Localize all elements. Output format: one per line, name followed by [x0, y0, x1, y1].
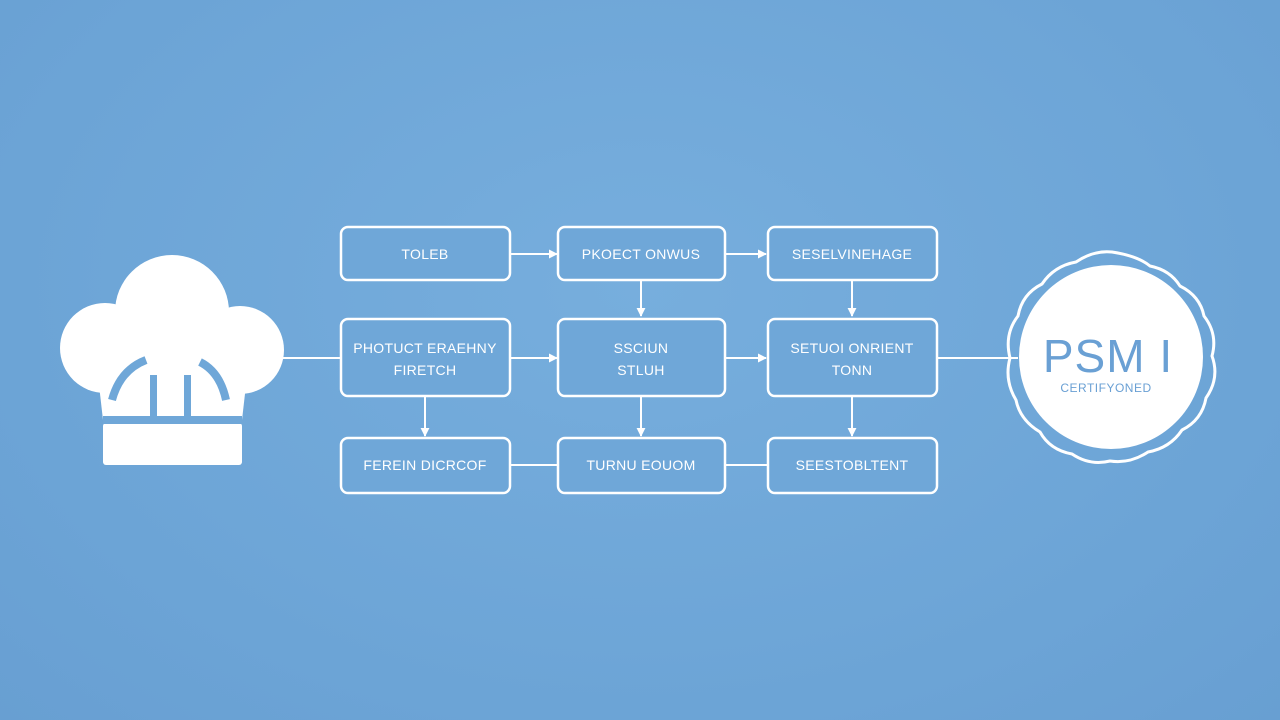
box-row1-col2-label: PKOECT ONWUS: [582, 246, 700, 262]
box-row1-col3-label: SESELVINEHAGE: [792, 246, 912, 262]
box-row3-col2-label: TURNU EOUOM: [586, 457, 695, 473]
box-row3-col1-label: FEREIN DICRCOF: [363, 457, 486, 473]
chef-hat-icon: [60, 255, 284, 465]
seal-outer-ring: [1006, 250, 1217, 464]
box-row1-col1: TOLEB: [339, 225, 512, 282]
box-row2-col1-label-line1: PHOTUCT ERAEHNY: [353, 340, 497, 356]
box-row1-col1-label: TOLEB: [401, 246, 448, 262]
box-row1-col2: PKOECT ONWUS: [556, 225, 727, 282]
certificate-subtitle: CERTIFYONED: [1060, 381, 1151, 395]
certificate-title: PSM I: [1043, 330, 1173, 382]
box-row2-col3-label-line2: TONN: [832, 362, 873, 378]
box-row2-col2: SSCIUN STLUH: [556, 317, 727, 398]
box-row2-col2-label-line1: SSCIUN: [614, 340, 669, 356]
box-row1-col3: SESELVINEHAGE: [766, 225, 939, 282]
box-row2-col3: SETUOI ONRIENT TONN: [766, 317, 939, 398]
box-row3-col1: FEREIN DICRCOF: [339, 436, 512, 495]
box-row3-col3: SEESTOBLTENT: [766, 436, 939, 495]
box-row3-col3-label: SEESTOBLTENT: [796, 457, 909, 473]
box-row2-col3-label-line1: SETUOI ONRIENT: [790, 340, 913, 356]
box-row2-col2-label-line2: STLUH: [617, 362, 664, 378]
certificate-seal-icon: PSM I CERTIFYONED: [1006, 250, 1217, 464]
box-row3-col2: TURNU EOUOM: [556, 436, 727, 495]
seal-inner-disc: [1019, 265, 1203, 449]
box-row2-col1: PHOTUCT ERAEHNY FIRETCH: [339, 317, 512, 398]
box-row2-col1-label-line2: FIRETCH: [394, 362, 457, 378]
